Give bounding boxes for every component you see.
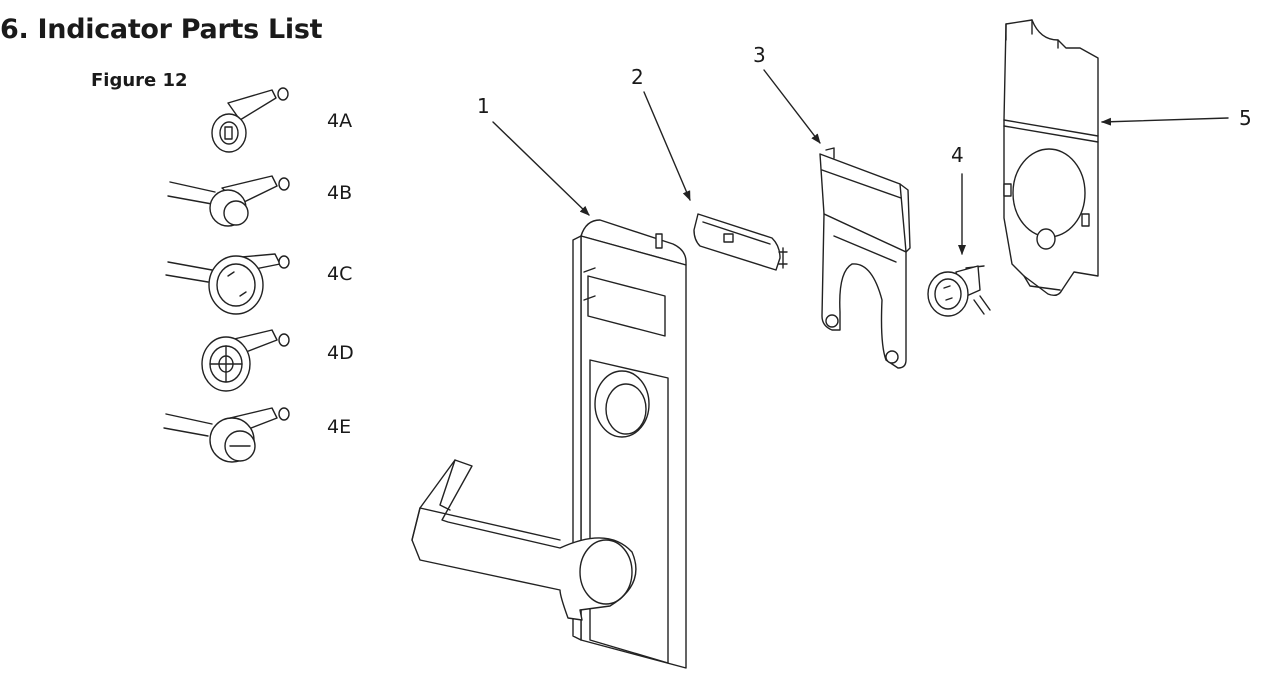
callout-3: 3	[753, 43, 766, 67]
part-4e-drawing	[163, 407, 290, 463]
part-4a-drawing	[211, 87, 289, 153]
variant-label-4b: 4B	[327, 182, 352, 204]
variant-label-4d: 4D	[327, 342, 354, 364]
part-1-escutcheon-drawing	[411, 219, 687, 669]
leader-line-1	[492, 121, 590, 216]
figure-label: Figure 12	[91, 70, 188, 91]
part-3-housing-drawing	[819, 147, 911, 369]
callout-4: 4	[951, 143, 964, 167]
leader-line-2	[643, 91, 691, 201]
part-4d-drawing	[201, 329, 290, 392]
part-4c-drawing	[165, 253, 290, 315]
callout-1: 1	[477, 94, 490, 118]
part-5-mounting-plate-drawing	[1003, 19, 1099, 297]
leader-line-3	[763, 69, 821, 144]
callout-5: 5	[1239, 106, 1252, 130]
section-title: 6. Indicator Parts List	[0, 14, 323, 45]
part-2-cover-drawing	[693, 213, 788, 271]
variant-label-4c: 4C	[327, 263, 352, 285]
variant-label-4a: 4A	[327, 110, 352, 132]
leader-line-5	[1101, 117, 1229, 126]
variant-label-4e: 4E	[327, 416, 351, 438]
part-4b-drawing	[167, 175, 290, 227]
callout-2: 2	[631, 65, 644, 89]
part-4-indicator-drawing	[927, 265, 991, 317]
